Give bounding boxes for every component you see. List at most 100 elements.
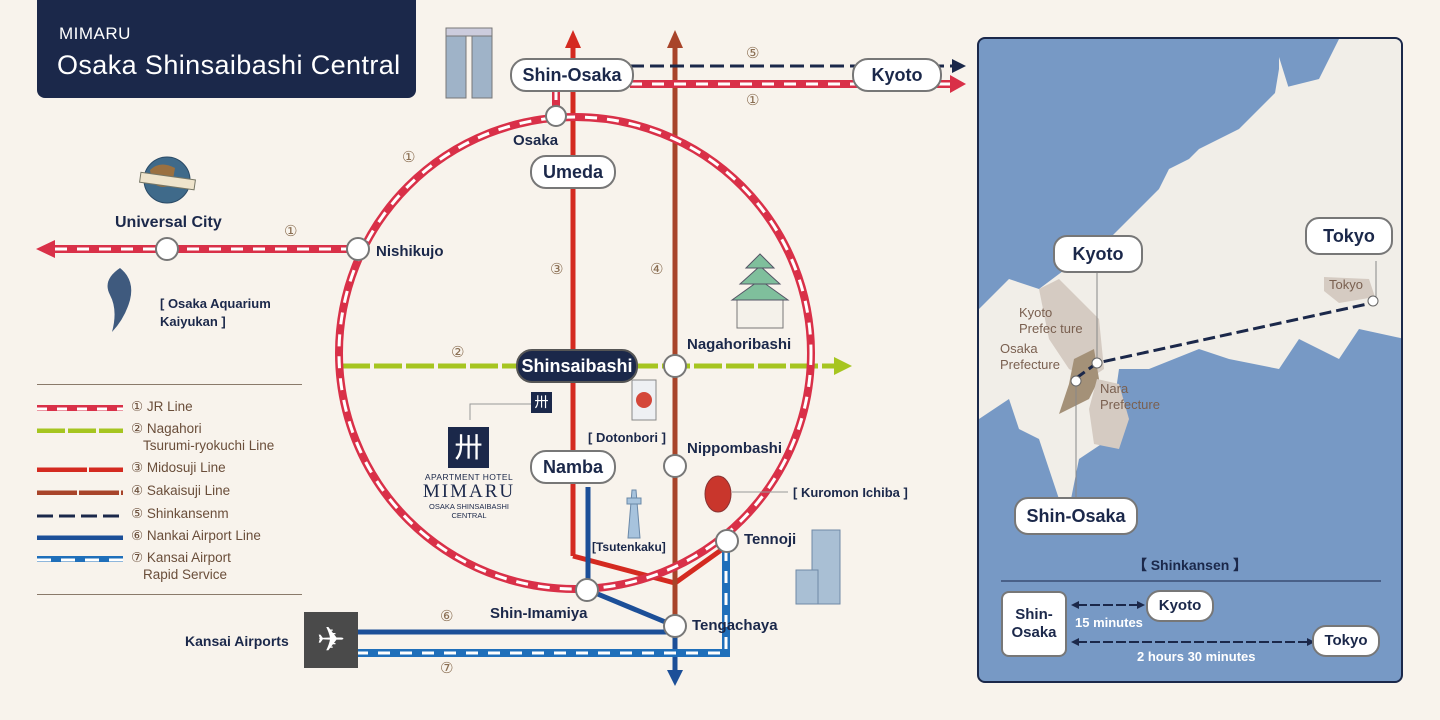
dest-pill-kyoto[interactable]: Kyoto: [1146, 590, 1214, 622]
legend-label: Sakaisuji Line: [146, 483, 231, 498]
station-node-nagahoribashi[interactable]: [663, 354, 687, 378]
station-node-shin-imamiya[interactable]: [575, 578, 599, 602]
hotel-logo-icon: 卅: [448, 427, 489, 468]
station-pill-shinsaibashi[interactable]: Shinsaibashi: [516, 349, 638, 383]
landmark-dotonbori: [ Dotonbori ]: [588, 430, 666, 445]
legend-label: Kansai Airport: [146, 550, 231, 565]
dotonbori-glico-icon: [631, 379, 657, 421]
hotel-name-block: APARTMENT HOTEL MIMARU OSAKA SHINSAIBASH…: [410, 472, 528, 520]
origin-box-shin-osaka[interactable]: Shin- Osaka: [1001, 591, 1067, 657]
hotel-leader-line: [469, 403, 531, 420]
inset-label-kyoto-pref: Kyoto Prefec ture: [1019, 305, 1083, 337]
hotel-name-line4: CENTRAL: [451, 511, 487, 520]
kansai-rapid-line: [356, 548, 730, 657]
station-node-universal-city[interactable]: [155, 237, 179, 261]
shinkansen-arrow-icon: [952, 59, 966, 73]
station-label-shin-imamiya: Shin-Imamiya: [490, 605, 588, 622]
sakaisuji-arrow-icon: [667, 30, 683, 48]
line-number-jr-west: ①: [284, 223, 298, 240]
hotel-marker-glyph: 卅: [534, 394, 549, 410]
kuromon-lantern-icon: [704, 475, 788, 513]
inset-pill-tokyo[interactable]: Tokyo: [1305, 217, 1393, 255]
jr-arrow-east-icon: [950, 75, 966, 93]
station-label-osaka: Osaka: [513, 132, 559, 149]
tsutenkaku-tower-icon: [626, 489, 642, 539]
landmark-tsutenkaku: [Tsutenkaku]: [592, 540, 666, 554]
jr-line-west: [36, 240, 360, 258]
kyoto-duration-arrow: [1071, 601, 1145, 609]
dest-pill-tokyo[interactable]: Tokyo: [1312, 625, 1380, 657]
legend-swatch-jr: [37, 405, 123, 411]
inset-node-shin-osaka[interactable]: [1070, 375, 1082, 387]
line-number-midosuji: ③: [550, 261, 564, 278]
origin-label-1: Shin-: [1015, 606, 1053, 623]
shinkansen-section-title: 【 Shinkansen 】: [1132, 557, 1248, 573]
legend-label-2: Tsurumi-ryokuchi Line: [143, 438, 275, 453]
inset-label-nara-pref: Nara Prefecture: [1100, 381, 1160, 413]
station-label-tengachaya: Tengachaya: [692, 617, 778, 634]
legend-bottom-divider: [37, 594, 302, 595]
inset-land: [979, 39, 1401, 646]
landmark-aquarium-line2: Kaiyukan ]: [160, 314, 226, 329]
landmark-kuromon: [ Kuromon Ichiba ]: [793, 485, 908, 500]
whale-shark-icon: [107, 268, 132, 332]
inset-label-tokyo-area: Tokyo: [1329, 277, 1363, 292]
hotel-marker-icon: 卅: [531, 392, 552, 413]
line-number-nagahori: ②: [451, 344, 465, 361]
japan-inset-map: Kyoto Tokyo Shin-Osaka Tokyo Kyoto Prefe…: [977, 37, 1403, 683]
legend-swatch-kansai-rapid: [37, 556, 123, 562]
station-label-kansai-airports: Kansai Airports: [185, 633, 289, 649]
station-node-osaka[interactable]: [545, 105, 567, 127]
station-node-tennoji[interactable]: [715, 529, 739, 553]
legend-swatch-nagahori: [37, 428, 123, 433]
inset-pill-kyoto[interactable]: Kyoto: [1053, 235, 1143, 273]
inset-label-nara-pref-2: Prefecture: [1100, 397, 1160, 412]
jr-arrow-west-icon: [36, 240, 55, 258]
legend-num: ⑤: [131, 506, 144, 521]
midosuji-arrow-icon: [565, 30, 581, 48]
legend-num: ⑥: [131, 528, 144, 543]
station-label-nippombashi: Nippombashi: [687, 440, 783, 457]
airport-icon: ✈: [304, 612, 358, 668]
station-label-universal-city: Universal City: [115, 214, 222, 231]
legend-num: ②: [131, 421, 144, 436]
station-pill-umeda[interactable]: Umeda: [530, 155, 616, 189]
inset-node-tokyo[interactable]: [1367, 295, 1379, 307]
abeno-harukas-icon: [795, 529, 841, 605]
hotel-name-line3: OSAKA SHINSAIBASHI: [428, 502, 510, 511]
legend-num: ③: [131, 460, 144, 475]
station-node-nishikujo[interactable]: [346, 237, 370, 261]
legend-label: Nagahori: [146, 421, 202, 436]
legend-swatch-sakaisuji: [37, 490, 123, 495]
inset-node-kyoto[interactable]: [1091, 357, 1103, 369]
line-number-jr-kyoto: ①: [746, 92, 760, 109]
hotel-logo-glyph: 卅: [454, 432, 483, 463]
title-box: MIMARU Osaka Shinsaibashi Central: [37, 0, 416, 98]
station-label-nishikujo: Nishikujo: [376, 243, 444, 260]
station-pill-namba[interactable]: Namba: [530, 450, 616, 484]
landmark-aquarium-line1: [ Osaka Aquarium: [160, 296, 271, 311]
station-label-nagahoribashi: Nagahoribashi: [687, 336, 792, 353]
umeda-sky-building-icon: [445, 27, 493, 99]
nagahori-arrow-icon: [834, 357, 852, 375]
station-node-tengachaya[interactable]: [663, 614, 687, 638]
legend-num: ④: [131, 483, 144, 498]
inset-label-osaka-pref-1: Osaka: [1000, 341, 1038, 356]
line-number-jr-loop: ①: [402, 149, 416, 166]
legend-swatch-nankai: [37, 535, 123, 540]
station-nodes: [155, 105, 739, 638]
station-node-nippombashi[interactable]: [663, 454, 687, 478]
station-pill-shin-osaka[interactable]: Shin-Osaka: [510, 58, 634, 92]
inset-label-kyoto-pref-1: Kyoto: [1019, 305, 1053, 320]
jr-loop-line: [335, 113, 815, 593]
legend-swatch-shinkansen: [37, 514, 123, 518]
duration-kyoto: 15 minutes: [1075, 615, 1143, 630]
legend-num: ⑦: [131, 550, 144, 565]
inset-label-osaka-pref-2: Prefecture: [1000, 357, 1060, 372]
duration-tokyo: 2 hours 30 minutes: [1137, 649, 1256, 664]
inset-label-osaka-pref: Osaka Prefecture: [1000, 341, 1060, 373]
legend-label-2: Rapid Service: [143, 567, 228, 582]
osaka-castle-icon: [730, 253, 790, 329]
inset-pill-shin-osaka[interactable]: Shin-Osaka: [1014, 497, 1138, 535]
station-pill-kyoto[interactable]: Kyoto: [852, 58, 942, 92]
